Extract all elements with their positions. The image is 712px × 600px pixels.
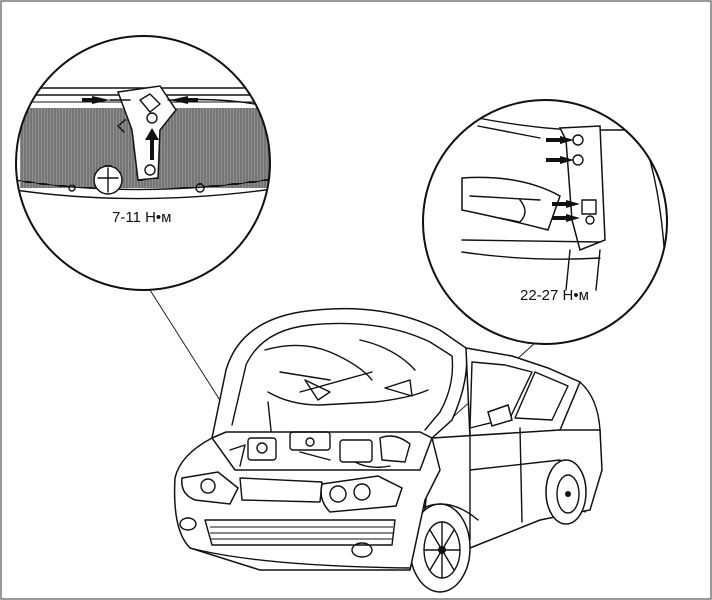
hinge-torque-label: 22-27 Н•м (520, 287, 589, 304)
latch-torque-label: 7-11 Н•м (112, 209, 171, 226)
hinge-detail-callout: 22-27 Н•м (422, 99, 668, 345)
latch-detail-callout: 7-11 Н•м (15, 35, 271, 291)
car-illustration (173, 307, 603, 593)
open-hood (211, 307, 468, 439)
